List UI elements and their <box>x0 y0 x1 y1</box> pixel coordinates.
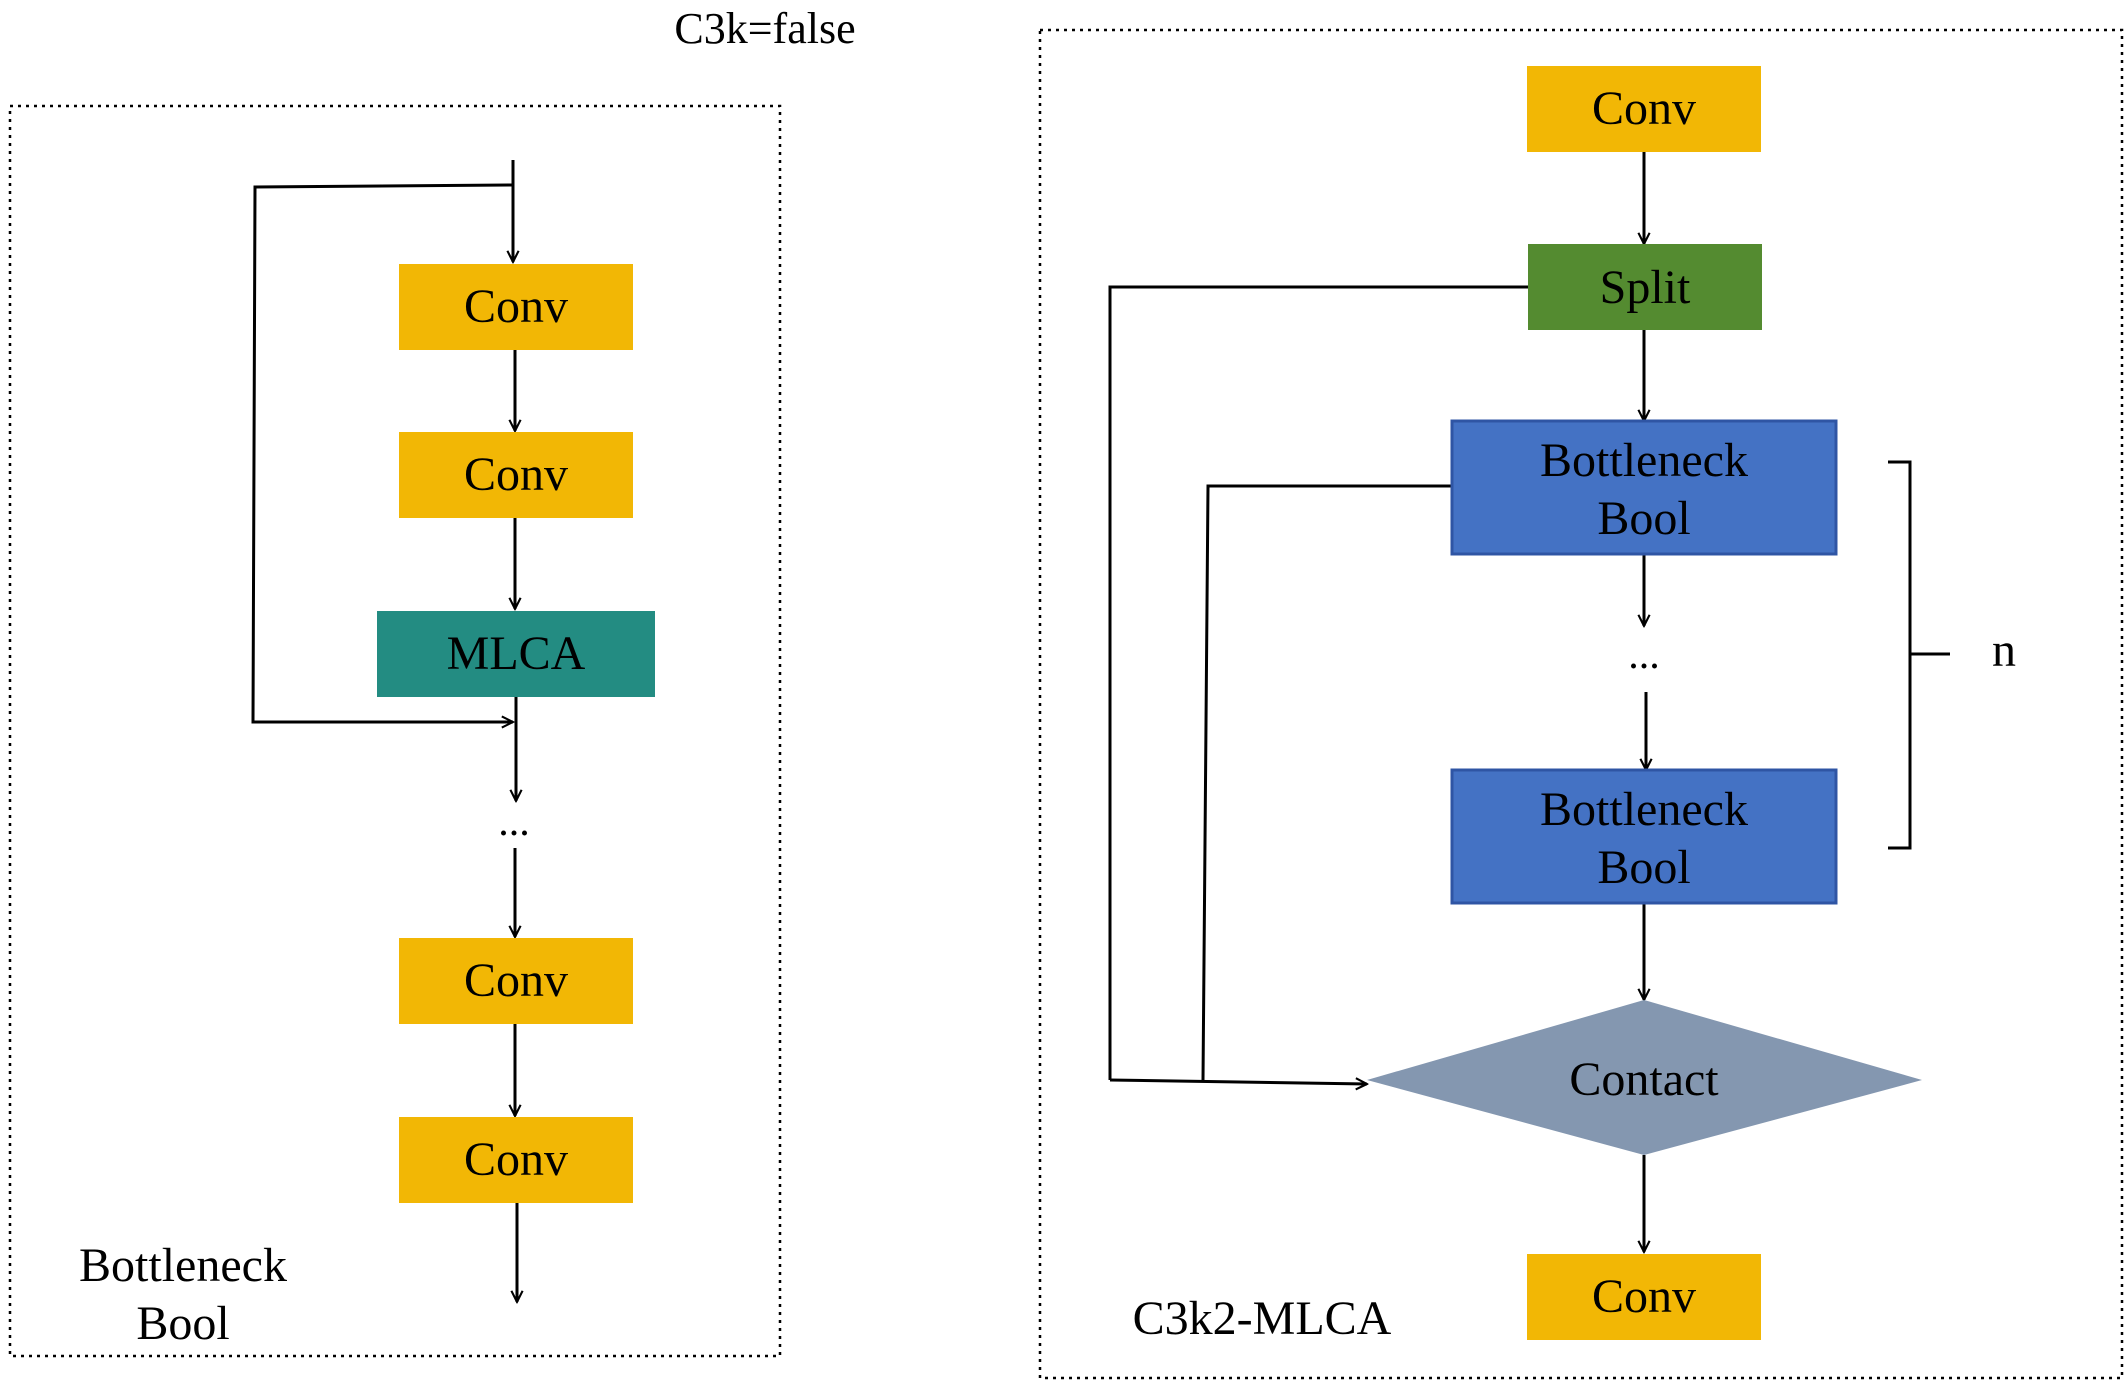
right-concat-diamond <box>1367 1000 1922 1155</box>
right-split-block-rect <box>1528 244 1762 330</box>
left-skip-connection <box>251 183 513 722</box>
repeat-count-label: n <box>1992 624 2016 677</box>
left-conv-block-3: Conv <box>399 938 633 1024</box>
right-bottleneck-block-2-label-line2: Bool <box>1597 841 1690 894</box>
right-split-skip-connection <box>1108 285 1528 1080</box>
left-conv-block-1-rect <box>399 264 633 350</box>
right-panel-caption: C3k2-MLCA <box>1133 1292 1392 1345</box>
right-bottleneck-block-1-rect <box>1450 419 1838 556</box>
right-conv-top-block: Conv <box>1527 66 1761 152</box>
left-panel-frame <box>8 104 782 1358</box>
right-concat-label: Contact <box>1569 1053 1719 1106</box>
right-conv-bottom-block: Conv <box>1527 1254 1761 1340</box>
right-conv-top-block-label: Conv <box>1592 82 1696 135</box>
left-conv-block-4: Conv <box>399 1117 633 1203</box>
right-split-block: Split <box>1528 244 1762 330</box>
left-conv-block-2: Conv <box>399 432 633 518</box>
right-bottleneck-skip-connection <box>1201 484 1452 1081</box>
left-conv-block-4-rect <box>399 1117 633 1203</box>
left-ellipsis: ... <box>498 799 530 845</box>
right-split-block-label: Split <box>1600 261 1691 314</box>
left-mlca-block: MLCA <box>377 611 655 697</box>
right-bottleneck-block-1-label-line2: Bool <box>1597 492 1690 545</box>
header-title: C3k=false <box>674 4 855 53</box>
right-panel-frame <box>1038 28 2124 1380</box>
right-bottleneck-block-2-rect <box>1450 768 1838 905</box>
left-panel-caption-line2: Bool <box>136 1297 229 1350</box>
left-conv-block-3-rect <box>399 938 633 1024</box>
right-bottleneck-block-1: Bottleneck Bool <box>1450 419 1838 556</box>
left-mlca-block-rect <box>377 611 655 697</box>
left-conv-block-2-rect <box>399 432 633 518</box>
left-conv-block-1: Conv <box>399 264 633 350</box>
right-ellipsis: ... <box>1628 632 1660 678</box>
right-conv-top-block-rect <box>1527 66 1761 152</box>
right-bottleneck-block-2-label-line1: Bottleneck <box>1540 783 1748 836</box>
right-bottleneck-block-1-label-line1: Bottleneck <box>1540 434 1748 487</box>
right-conv-bottom-block-rect <box>1527 1254 1761 1340</box>
arrow-skips-to-concat <box>1109 1080 1367 1084</box>
left-conv-block-2-label: Conv <box>464 448 568 501</box>
left-mlca-block-label: MLCA <box>447 627 586 680</box>
right-conv-bottom-block-label: Conv <box>1592 1270 1696 1323</box>
left-conv-block-3-label: Conv <box>464 954 568 1007</box>
right-bottleneck-block-2: Bottleneck Bool <box>1450 768 1838 905</box>
left-panel-caption-line1: Bottleneck <box>79 1239 287 1292</box>
left-conv-block-1-label: Conv <box>464 280 568 333</box>
left-conv-block-4-label: Conv <box>464 1133 568 1186</box>
right-concat-node: Contact <box>1367 1000 1922 1155</box>
repeat-brace <box>1888 460 1950 850</box>
